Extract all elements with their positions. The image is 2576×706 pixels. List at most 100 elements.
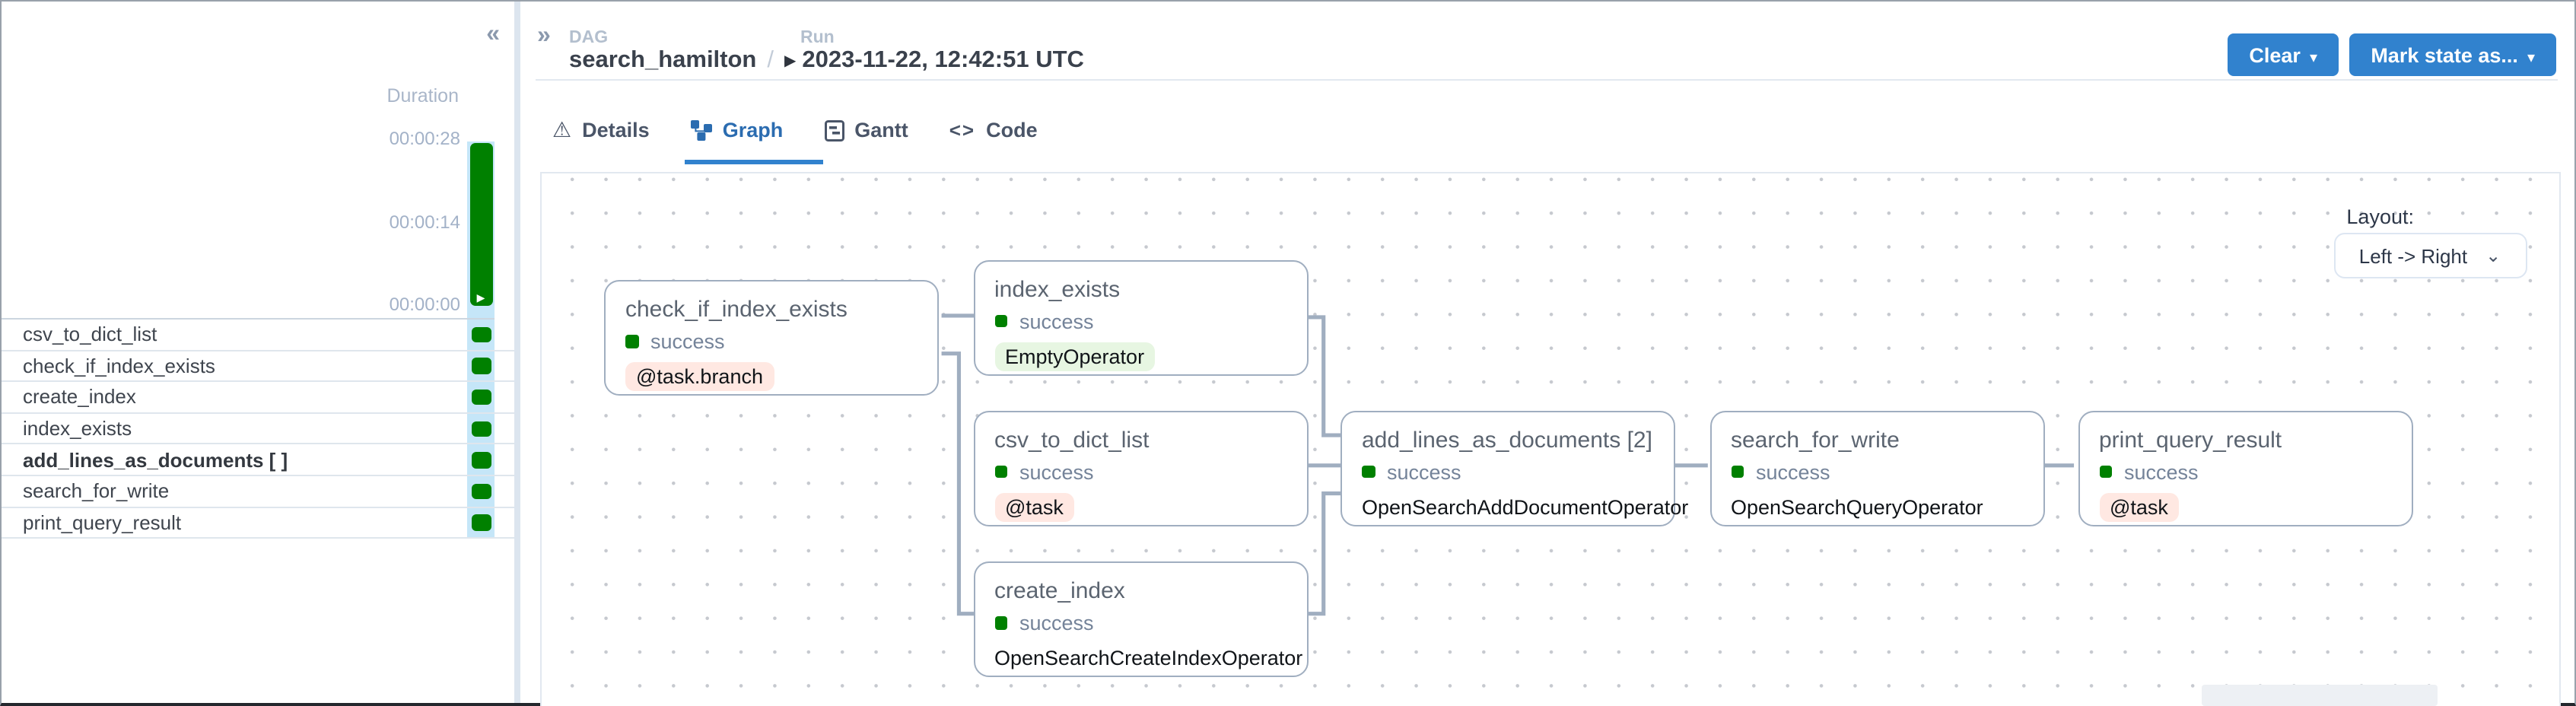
task-status-square-success[interactable] bbox=[472, 483, 491, 500]
node-state-label: success bbox=[650, 330, 725, 353]
breadcrumb-run-label: Run bbox=[800, 29, 835, 47]
run-detail-panel: » DAG Run search_hamilton / ▶ 2023-11-22, 1… bbox=[520, 2, 2574, 706]
node-title: check_if_index_exists bbox=[625, 297, 848, 323]
node-operator-badge: EmptyOperator bbox=[994, 342, 1156, 370]
tab-code[interactable]: <> Code bbox=[949, 117, 1038, 143]
mark-state-button-label: Mark state as... bbox=[2371, 43, 2518, 66]
attribution-badge bbox=[2201, 685, 2437, 706]
node-title: print_query_result bbox=[2099, 427, 2282, 453]
task-row-index_exists[interactable]: index_exists bbox=[2, 414, 514, 445]
clear-button[interactable]: Clear ▾ bbox=[2228, 33, 2339, 76]
tab-label: Code bbox=[986, 119, 1038, 142]
task-status-square-success[interactable] bbox=[472, 389, 491, 405]
active-tab-indicator bbox=[685, 160, 823, 164]
task-status-square-success[interactable] bbox=[472, 421, 491, 437]
task-status-square-success[interactable] bbox=[472, 326, 491, 343]
node-state-row: success bbox=[625, 330, 918, 353]
graph-edges bbox=[940, 313, 2074, 616]
task-status-square-success[interactable] bbox=[472, 514, 491, 531]
tab-details[interactable]: ⚠ Details bbox=[552, 117, 650, 143]
node-title: csv_to_dict_list bbox=[994, 427, 1150, 453]
state-square-icon bbox=[1362, 465, 1375, 479]
node-state-label: success bbox=[1019, 460, 1094, 483]
axis-divider bbox=[2, 317, 495, 320]
layout-label: Layout: bbox=[2346, 205, 2414, 228]
state-square-icon bbox=[994, 616, 1007, 630]
duration-tick-label: 00:00:28 bbox=[389, 128, 460, 149]
tab-label: Gantt bbox=[854, 119, 908, 142]
node-title: search_for_write bbox=[1731, 427, 1900, 453]
task-row-print_query_result[interactable]: print_query_result bbox=[2, 507, 514, 539]
node-operator-badge: @task bbox=[994, 492, 1074, 521]
task-status-square-success[interactable] bbox=[472, 358, 491, 374]
node-operator-badge: OpenSearchCreateIndexOperator bbox=[994, 647, 1303, 669]
caret-down-icon: ▾ bbox=[2527, 49, 2535, 66]
task-row-csv_to_dict_list[interactable]: csv_to_dict_list bbox=[2, 320, 514, 351]
grid-sidebar: « Duration 00:00:28 00:00:14 00:00:00 ▶ cs… bbox=[2, 2, 514, 703]
node-operator-badge: OpenSearchQueryOperator bbox=[1731, 495, 1983, 518]
duration-tick-label: 00:00:14 bbox=[389, 211, 460, 232]
node-state-label: success bbox=[1019, 612, 1094, 634]
tab-graph[interactable]: Graph bbox=[690, 117, 784, 143]
task-row-check_if_index_exists[interactable]: check_if_index_exists bbox=[2, 351, 514, 383]
collapse-panel-icon[interactable]: « bbox=[486, 21, 500, 47]
state-square-icon bbox=[994, 314, 1007, 328]
breadcrumb: search_hamilton / ▶ 2023-11-22, 12:42:51 UT… bbox=[569, 47, 1084, 75]
state-square-icon bbox=[2099, 465, 2112, 479]
node-title: add_lines_as_documents [2] bbox=[1362, 427, 1652, 453]
dag-name-link[interactable]: search_hamilton bbox=[569, 47, 757, 73]
node-state-row: success bbox=[2099, 460, 2391, 483]
run-date-link[interactable]: 2023-11-22, 12:42:51 UTC bbox=[802, 47, 1084, 73]
breadcrumb-separator: / bbox=[767, 47, 774, 73]
duration-column-header: Duration bbox=[386, 85, 460, 107]
node-state-label: success bbox=[1756, 460, 1830, 483]
run-type-icon: ▶ bbox=[784, 52, 797, 69]
caret-down-icon: ▾ bbox=[2309, 49, 2317, 66]
duration-tick-label: 00:00:00 bbox=[389, 293, 460, 314]
task-status-square-success[interactable] bbox=[472, 452, 491, 469]
graph-edge bbox=[1305, 491, 1340, 616]
graph-icon bbox=[690, 119, 712, 141]
node-operator-badge: @task bbox=[2099, 492, 2179, 521]
state-square-icon bbox=[1731, 465, 1744, 479]
task-name: index_exists bbox=[23, 417, 132, 440]
task-name: print_query_result bbox=[23, 510, 182, 534]
tab-label: Graph bbox=[722, 119, 784, 142]
node-operator-badge: OpenSearchAddDocumentOperator bbox=[1362, 495, 1689, 518]
node-state-row: success bbox=[994, 612, 1286, 634]
task-name: add_lines_as_documents [ ] bbox=[23, 448, 288, 472]
warning-icon: ⚠ bbox=[552, 117, 572, 142]
node-state-label: success bbox=[1387, 460, 1461, 483]
clear-button-label: Clear bbox=[2249, 43, 2301, 66]
state-square-icon bbox=[994, 465, 1007, 479]
task-name: check_if_index_exists bbox=[23, 354, 215, 377]
tab-label: Details bbox=[582, 119, 650, 142]
dag-run-duration-bar[interactable]: ▶ bbox=[469, 143, 492, 306]
task-name: create_index bbox=[23, 385, 136, 409]
node-title: index_exists bbox=[994, 276, 1121, 302]
node-state-label: success bbox=[2124, 460, 2199, 483]
panel-resize-handle[interactable] bbox=[514, 2, 520, 703]
mark-state-as-button[interactable]: Mark state as... ▾ bbox=[2349, 33, 2556, 76]
node-state-row: success bbox=[1731, 460, 2023, 483]
task-row-add_lines_as_documents[interactable]: add_lines_as_documents [ ] bbox=[2, 445, 514, 476]
task-name: csv_to_dict_list bbox=[23, 323, 157, 346]
task-row-search_for_write[interactable]: search_for_write bbox=[2, 476, 514, 508]
task-row-create_index[interactable]: create_index bbox=[2, 382, 514, 414]
state-square-icon bbox=[625, 335, 638, 348]
tab-gantt[interactable]: Gantt bbox=[824, 117, 908, 143]
node-state-row: success bbox=[994, 310, 1286, 332]
code-icon: <> bbox=[949, 119, 976, 142]
expand-panel-icon[interactable]: » bbox=[537, 23, 551, 49]
layout-direction-select[interactable]: Left -> Right ⌄ bbox=[2333, 233, 2527, 278]
breadcrumb-dag-label: DAG bbox=[569, 29, 609, 47]
